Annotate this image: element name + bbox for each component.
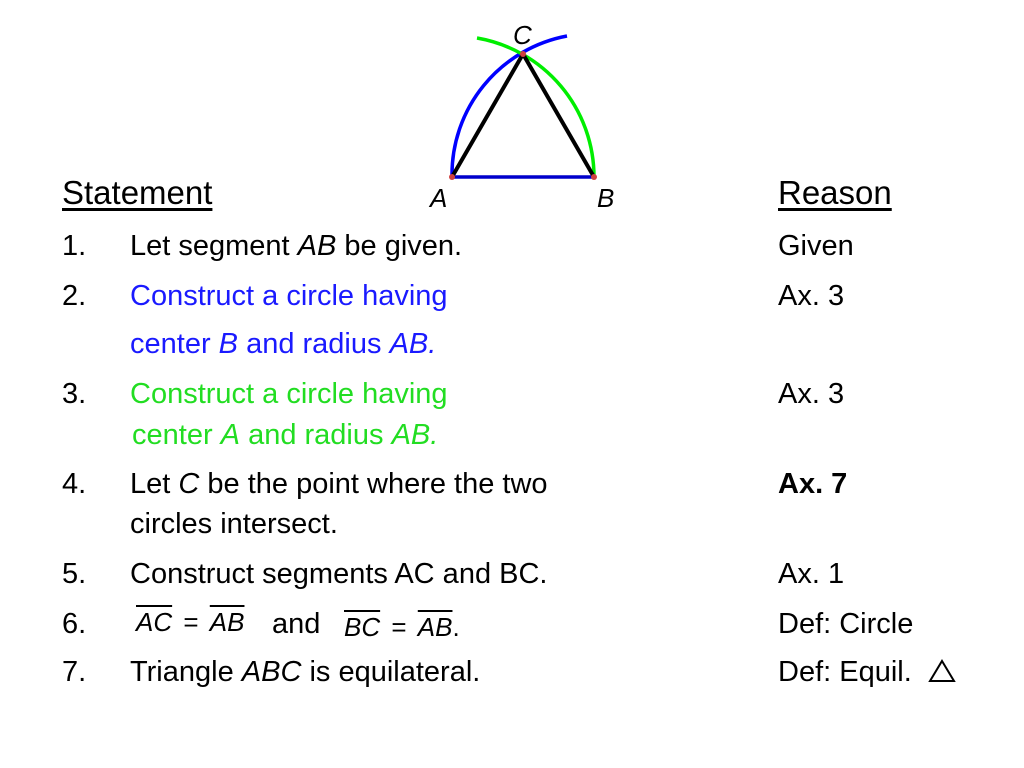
- step-6-reason: Def: Circle: [778, 608, 914, 640]
- label-a: A: [428, 183, 447, 210]
- step-2-reason: Ax. 3: [778, 280, 845, 312]
- step-3-statement-line-1: Construct a circle having: [130, 378, 448, 410]
- step-6-number: 6.: [62, 608, 87, 640]
- step-2-statement-line-1: Construct a circle having: [130, 280, 448, 312]
- step-5-reason: Ax. 1: [778, 558, 845, 590]
- segment-bc: [521, 53, 596, 178]
- step-4-reason: Ax. 7: [778, 468, 848, 500]
- point-a: [449, 174, 455, 180]
- step-6-equation-1: AC = AB: [136, 607, 245, 637]
- label-c: C: [513, 20, 532, 50]
- step-4-statement-line-1: Let C be the point where the two: [130, 468, 548, 500]
- statement-header: Statement: [62, 174, 213, 211]
- construction-diagram: C A B: [428, 20, 614, 210]
- step-1-reason: Given: [778, 230, 854, 262]
- step-2-number: 2.: [62, 280, 87, 312]
- step-2-statement-line-2: center B and radius AB.: [130, 328, 437, 360]
- step-7-statement: Triangle ABC is equilateral.: [130, 656, 481, 688]
- step-7-reason: Def: Equil.: [778, 655, 956, 689]
- step-4-statement-line-2: circles intersect.: [130, 508, 338, 540]
- reason-header: Reason: [778, 174, 892, 211]
- label-b: B: [597, 183, 614, 210]
- step-4-number: 4.: [62, 468, 87, 500]
- triangle-icon: [928, 659, 956, 682]
- step-5-statement: Construct segments AC and BC.: [130, 558, 548, 590]
- blue-circle-arc: [450, 34, 568, 178]
- step-6-and: and: [272, 608, 321, 640]
- step-6-equation-2: BC = AB.: [344, 612, 460, 642]
- step-3-statement-line-2: center A and radius AB.: [132, 419, 439, 451]
- step-3-reason: Ax. 3: [778, 378, 845, 410]
- step-1-number: 1.: [62, 230, 87, 262]
- segment-ac: [450, 53, 525, 178]
- green-circle-arc: [476, 36, 596, 178]
- step-7-number: 7.: [62, 656, 87, 688]
- point-c: [520, 51, 526, 57]
- step-1-statement: Let segment AB be given.: [130, 230, 463, 262]
- step-5-number: 5.: [62, 558, 87, 590]
- point-b: [591, 174, 597, 180]
- step-3-number: 3.: [62, 378, 87, 410]
